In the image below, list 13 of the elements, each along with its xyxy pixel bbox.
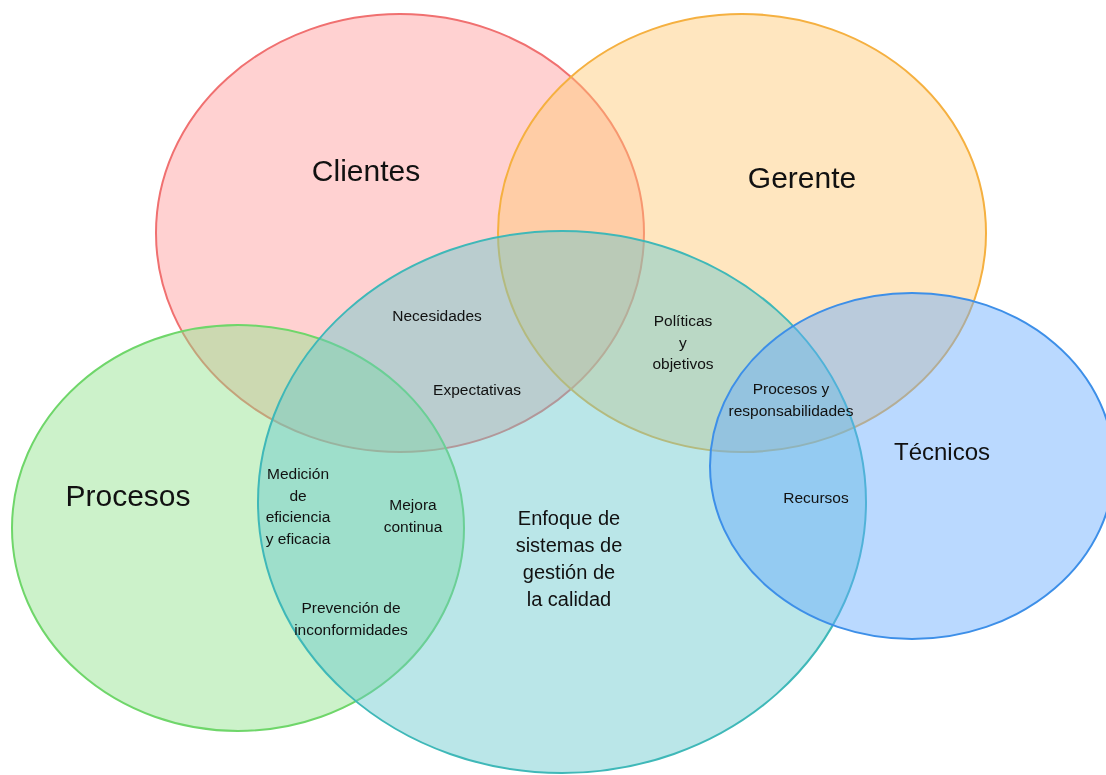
overlap-label: Procesos y responsabilidades	[728, 379, 854, 421]
overlap-label: Prevención de inconformidades	[294, 598, 408, 640]
overlap-label: Recursos	[783, 488, 849, 509]
overlap-label: Expectativas	[433, 380, 521, 401]
set-label: Gerente	[747, 159, 857, 196]
set-label: Técnicos	[894, 436, 990, 467]
overlap-label: Medición de eficiencia y eficacia	[265, 463, 331, 549]
set-label: Procesos	[65, 477, 191, 514]
set-label: Clientes	[311, 152, 421, 189]
overlap-label: Políticas y objetivos	[652, 311, 714, 375]
overlap-label: Necesidades	[392, 306, 482, 327]
set-label: Enfoque de sistemas de gestión de la calidad	[514, 506, 624, 612]
overlap-label: Mejora continua	[383, 495, 443, 537]
